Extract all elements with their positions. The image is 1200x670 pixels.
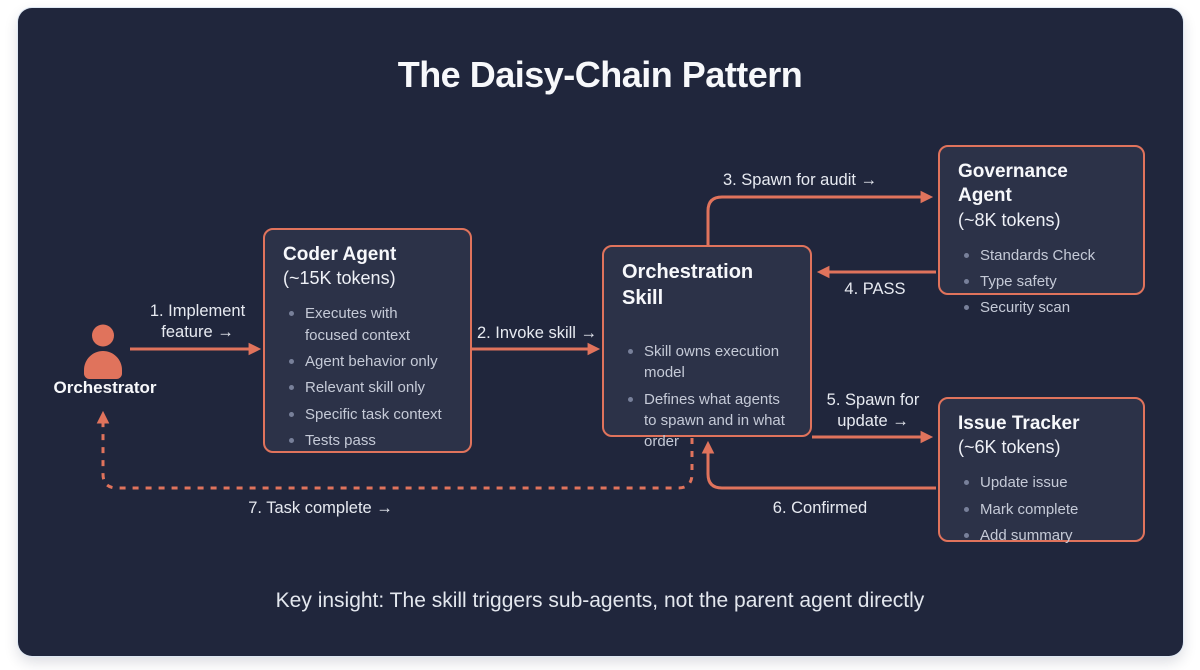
node-issue-tracker: Issue Tracker (~6K tokens) Update issue … (938, 397, 1145, 544)
diagram-title: The Daisy-Chain Pattern (397, 54, 803, 95)
node-token-count: (~15K tokens) (283, 268, 396, 289)
diagram-panel (18, 8, 1183, 656)
node-title: Governance Agent (958, 161, 1068, 207)
node-governance-agent: Governance Agent (~8K tokens) Standards … (938, 145, 1145, 316)
bullet-item: Mark complete (958, 499, 1125, 520)
node-bullet-list: Update issue Mark complete Add summary (958, 472, 1125, 546)
bullet-item: Add summary (958, 525, 1125, 546)
edge-label-implement-feature: 1. Implement feature → (149, 302, 246, 342)
node-orchestration-skill: Orchestration Skill Skill owns execution… (602, 245, 812, 450)
edge-label-confirmed: 6. Confirmed (772, 499, 868, 517)
orchestrator-person-icon (84, 324, 122, 379)
node-coder-agent: Coder Agent (~15K tokens) Executes with … (263, 228, 472, 453)
bullet-item: Type safety (958, 271, 1125, 292)
bullet-item: Skill owns execution model (622, 341, 792, 384)
node-bullet-list: Standards Check Type safety Security sca… (958, 245, 1125, 319)
bullet-item: Standards Check (958, 245, 1125, 266)
node-token-count: (~8K tokens) (958, 209, 1061, 230)
bullet-item: Defines what agents to spawn and in what… (622, 389, 792, 453)
node-bullet-list: Executes with focused context Agent beha… (283, 303, 452, 451)
edge-label-pass: 4. PASS (844, 280, 906, 298)
edge-label-spawn-for-update: 5. Spawn for update → (826, 391, 920, 431)
bullet-item: Security scan (958, 297, 1125, 318)
node-title: Orchestration Skill (622, 261, 754, 309)
bullet-item: Specific task context (283, 404, 452, 425)
key-insight-text: Key insight: The skill triggers sub-agen… (275, 589, 925, 612)
edge-label-spawn-for-audit: 3. Spawn for audit → (722, 171, 878, 189)
node-title: Coder Agent (283, 244, 397, 265)
orchestrator-label: Orchestrator (53, 378, 157, 397)
node-bullet-list: Skill owns execution model Defines what … (622, 341, 792, 452)
bullet-item: Tests pass (283, 430, 452, 451)
edge-label-invoke-skill: 2. Invoke skill → (476, 324, 598, 342)
edge-label-task-complete: 7. Task complete → (248, 499, 393, 517)
bullet-item: Agent behavior only (283, 351, 452, 372)
node-token-count: (~6K tokens) (958, 437, 1061, 458)
bullet-item: Executes with focused context (283, 303, 452, 346)
bullet-item: Relevant skill only (283, 377, 452, 398)
bullet-item: Update issue (958, 472, 1125, 493)
node-title: Issue Tracker (958, 413, 1080, 434)
